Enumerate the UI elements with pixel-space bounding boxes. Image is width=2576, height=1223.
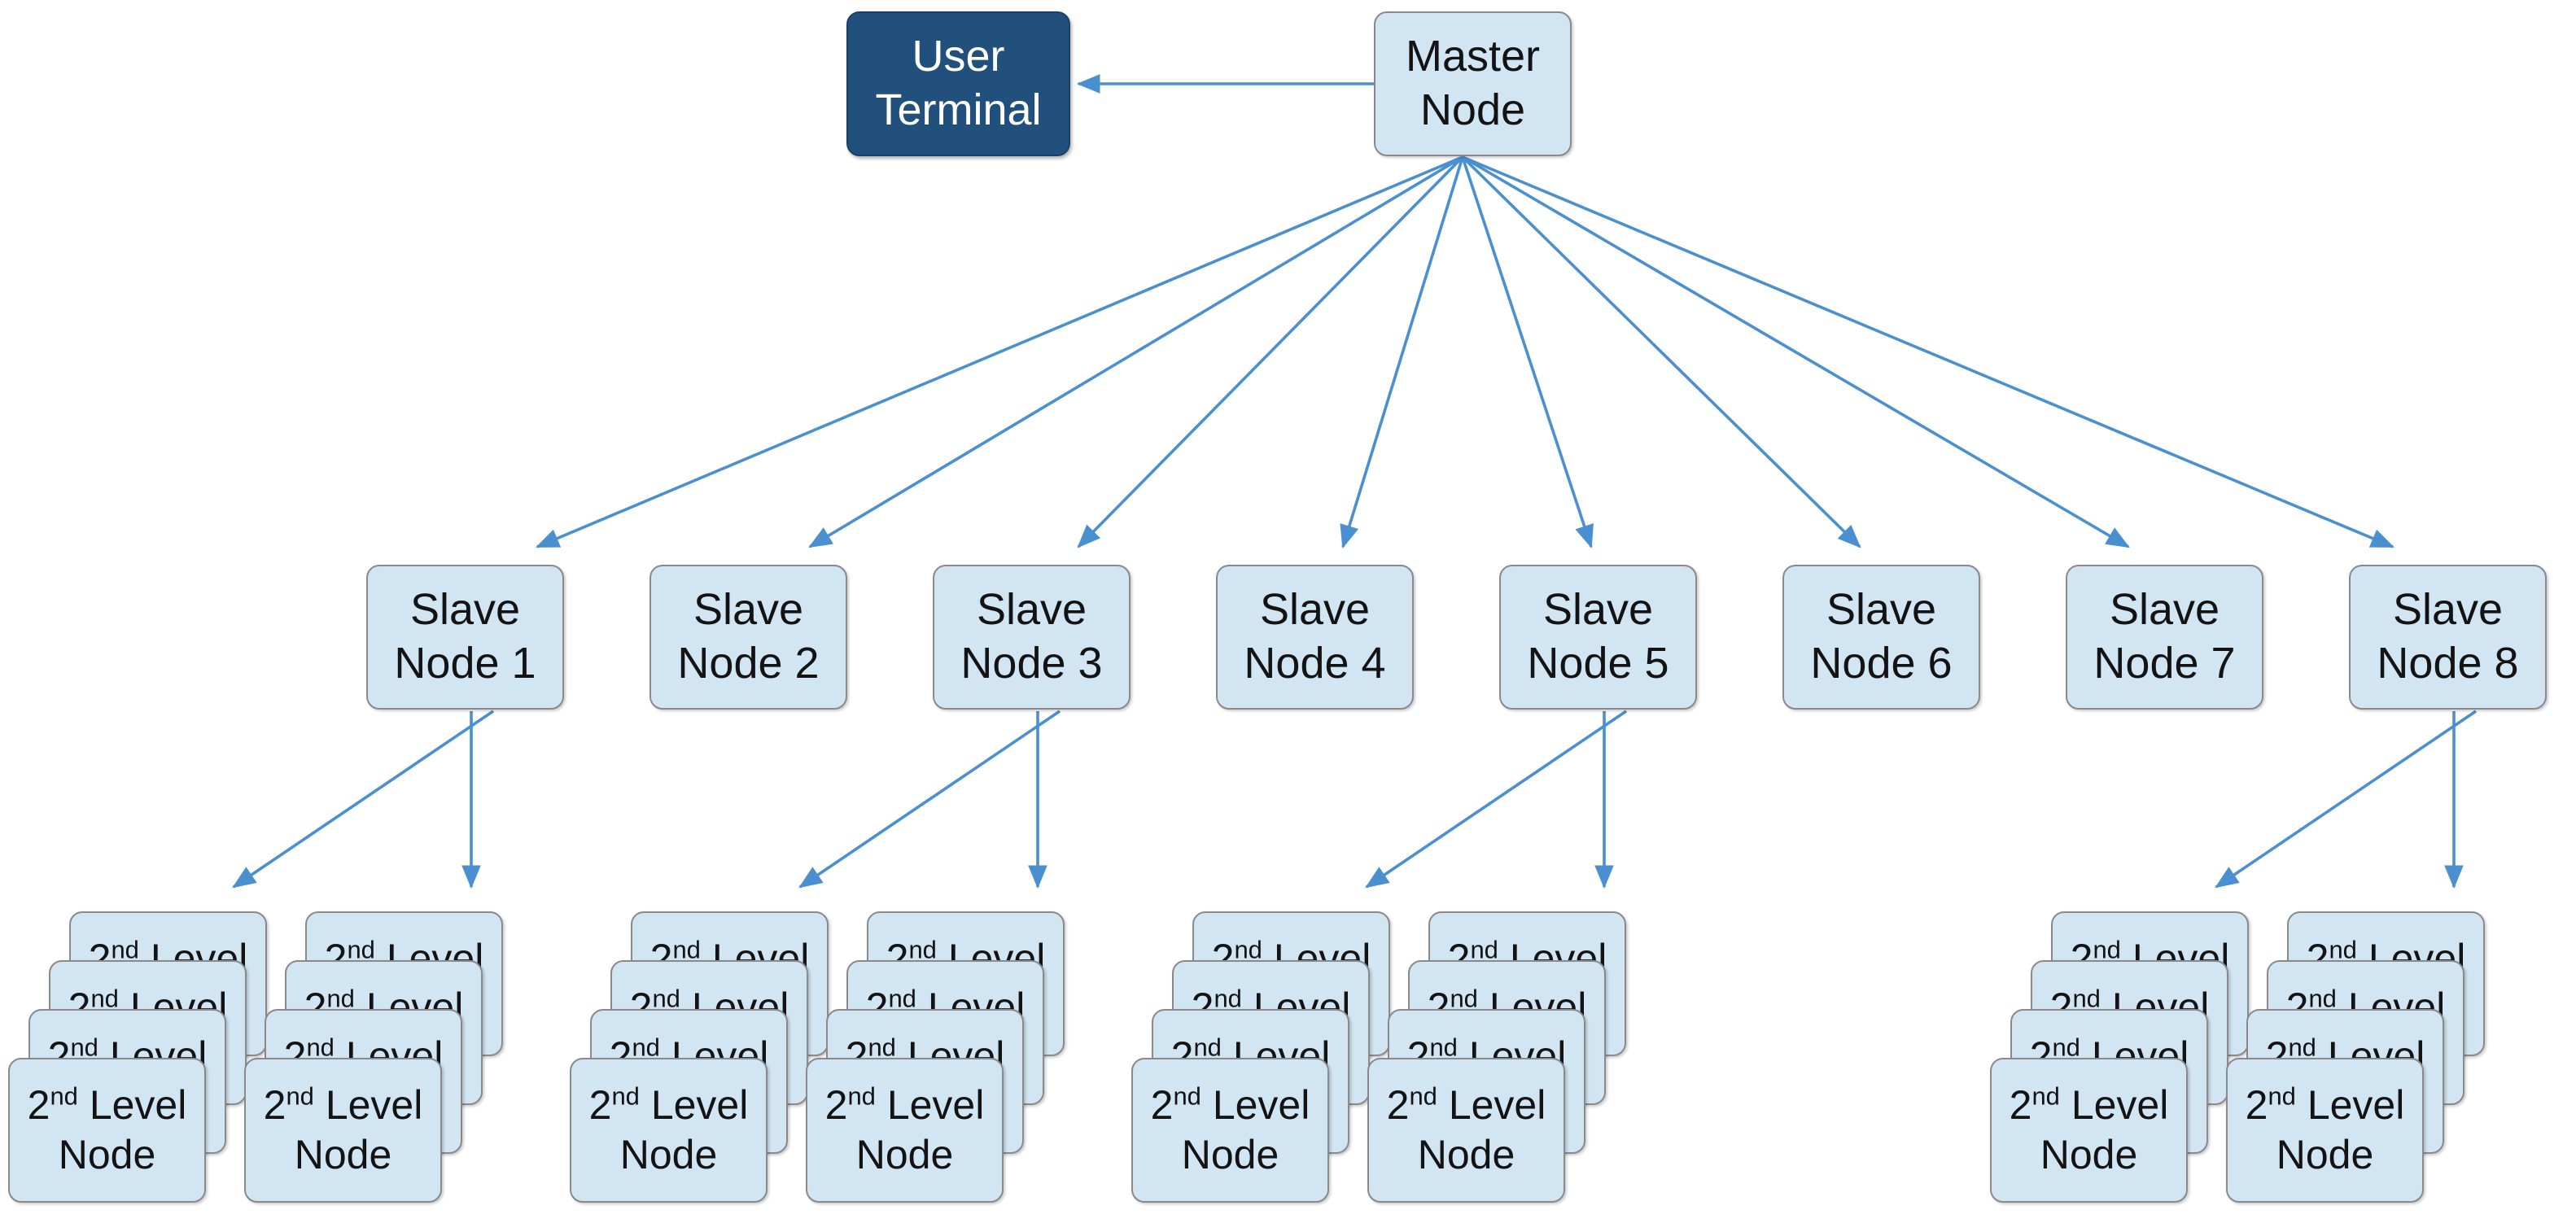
- second-level-node-card[interactable]: 2nd Level Node: [8, 1058, 206, 1203]
- slave-node-4[interactable]: Slave Node 4: [1216, 565, 1414, 710]
- ordinal-suffix: nd: [1409, 1081, 1437, 1111]
- ordinal-suffix: nd: [2031, 1081, 2060, 1111]
- edge-master-to-slave-5: [1461, 156, 1594, 549]
- ordinal-suffix: nd: [347, 935, 375, 964]
- slave-node-8[interactable]: Slave Node 8: [2349, 565, 2547, 710]
- second-level-node-label: 2nd Level Node: [263, 1081, 423, 1177]
- slave-node-5[interactable]: Slave Node 5: [1499, 565, 1697, 710]
- ordinal-suffix: nd: [868, 1033, 896, 1062]
- ordinal-suffix: nd: [1450, 984, 1478, 1013]
- slave-node-3[interactable]: Slave Node 3: [933, 565, 1131, 710]
- slave-node-6[interactable]: Slave Node 6: [1782, 565, 1980, 710]
- ordinal-suffix: nd: [1214, 984, 1242, 1013]
- slave-node-2[interactable]: Slave Node 2: [649, 565, 847, 710]
- second-level-node-label: 2nd Level Node: [824, 1081, 985, 1177]
- second-level-node-card[interactable]: 2nd Level Node: [1131, 1058, 1329, 1203]
- ordinal-suffix: nd: [672, 935, 701, 964]
- ordinal-suffix: nd: [2308, 984, 2337, 1013]
- ordinal-suffix: nd: [2329, 935, 2357, 964]
- ordinal-suffix: nd: [652, 984, 680, 1013]
- slave-node-7[interactable]: Slave Node 7: [2066, 565, 2263, 710]
- second-level-node-card[interactable]: 2nd Level Node: [1367, 1058, 1565, 1203]
- user-terminal-node[interactable]: User Terminal: [846, 11, 1070, 156]
- ordinal-suffix: nd: [70, 1033, 98, 1062]
- master-node[interactable]: Master Node: [1374, 11, 1572, 156]
- ordinal-suffix: nd: [2268, 1081, 2296, 1111]
- ordinal-suffix: nd: [611, 1081, 640, 1111]
- ordinal-suffix: nd: [306, 1033, 335, 1062]
- ordinal-suffix: nd: [1429, 1033, 1458, 1062]
- edge-master-to-slave-1: [536, 155, 1463, 548]
- ordinal-suffix: nd: [1470, 935, 1498, 964]
- edge-master-to-slave-2: [808, 155, 1463, 548]
- ordinal-suffix: nd: [286, 1081, 314, 1111]
- edge-master-to-slave-6: [1461, 155, 1861, 548]
- second-level-node-card[interactable]: 2nd Level Node: [570, 1058, 768, 1203]
- edge-master-to-slave-3: [1077, 155, 1464, 548]
- ordinal-suffix: nd: [2288, 1033, 2316, 1062]
- second-level-node-label: 2nd Level Node: [2009, 1081, 2169, 1177]
- second-level-node-card[interactable]: 2nd Level Node: [244, 1058, 442, 1203]
- ordinal-suffix: nd: [847, 1081, 876, 1111]
- ordinal-suffix: nd: [1173, 1081, 1201, 1111]
- edge-master-to-slave-7: [1462, 155, 2130, 548]
- ordinal-suffix: nd: [50, 1081, 78, 1111]
- edge-slave-8-to-stack-7: [2215, 710, 2478, 889]
- ordinal-suffix: nd: [2072, 984, 2101, 1013]
- second-level-node-label: 2nd Level Node: [2245, 1081, 2405, 1177]
- ordinal-suffix: nd: [1193, 1033, 1222, 1062]
- second-level-node-card[interactable]: 2nd Level Node: [806, 1058, 1004, 1203]
- ordinal-suffix: nd: [2093, 935, 2121, 964]
- slave-node-1[interactable]: Slave Node 1: [366, 565, 564, 710]
- ordinal-suffix: nd: [90, 984, 119, 1013]
- edge-slave-1-to-stack-1: [232, 710, 495, 889]
- ordinal-suffix: nd: [326, 984, 355, 1013]
- second-level-node-label: 2nd Level Node: [1386, 1081, 1546, 1177]
- second-level-node-label: 2nd Level Node: [588, 1081, 749, 1177]
- ordinal-suffix: nd: [888, 984, 916, 1013]
- ordinal-suffix: nd: [2052, 1033, 2080, 1062]
- ordinal-suffix: nd: [908, 935, 937, 964]
- second-level-node-label: 2nd Level Node: [27, 1081, 187, 1177]
- second-level-node-card[interactable]: 2nd Level Node: [2226, 1058, 2424, 1203]
- ordinal-suffix: nd: [632, 1033, 660, 1062]
- edge-master-to-slave-4: [1340, 156, 1464, 549]
- edge-master-to-slave-8: [1462, 155, 2394, 548]
- second-level-node-card[interactable]: 2nd Level Node: [1990, 1058, 2188, 1203]
- ordinal-suffix: nd: [1234, 935, 1262, 964]
- edge-slave-5-to-stack-5: [1365, 710, 1628, 889]
- second-level-node-label: 2nd Level Node: [1150, 1081, 1310, 1177]
- ordinal-suffix: nd: [111, 935, 139, 964]
- edge-slave-3-to-stack-3: [798, 710, 1061, 889]
